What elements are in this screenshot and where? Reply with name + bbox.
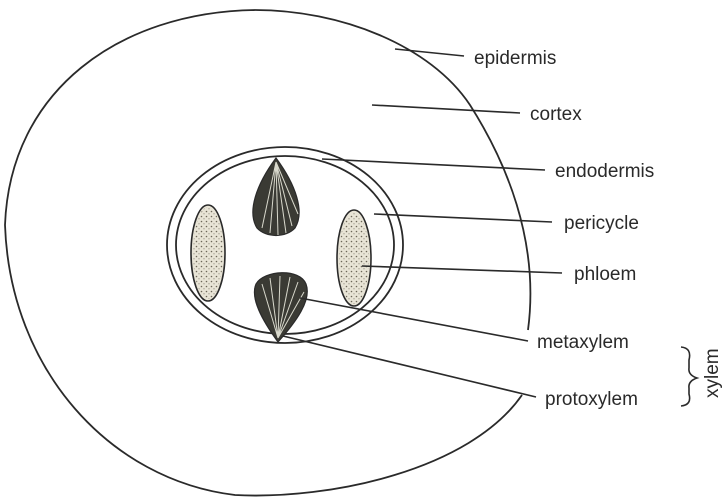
phloem-leader — [362, 266, 562, 273]
label-cortex: cortex — [530, 104, 582, 125]
pericycle-leader — [374, 214, 552, 222]
label-protoxylem: protoxylem — [545, 389, 638, 410]
label-pericycle: pericycle — [564, 213, 639, 234]
label-endodermis: endodermis — [555, 161, 654, 182]
protoxylem-leader — [283, 336, 536, 397]
phloem-right-stipple — [339, 212, 369, 304]
endodermis-leader — [322, 159, 545, 170]
phloem-left-stipple — [193, 207, 223, 299]
label-xylem: xylem — [702, 348, 723, 398]
xylem-top — [253, 158, 299, 236]
label-metaxylem: metaxylem — [537, 332, 629, 353]
xylem-brace — [681, 347, 697, 406]
cortex-leader — [372, 105, 520, 113]
label-epidermis: epidermis — [474, 48, 556, 69]
epidermis-outline — [5, 10, 530, 496]
epidermis-leader — [395, 49, 464, 56]
label-phloem: phloem — [574, 264, 636, 285]
